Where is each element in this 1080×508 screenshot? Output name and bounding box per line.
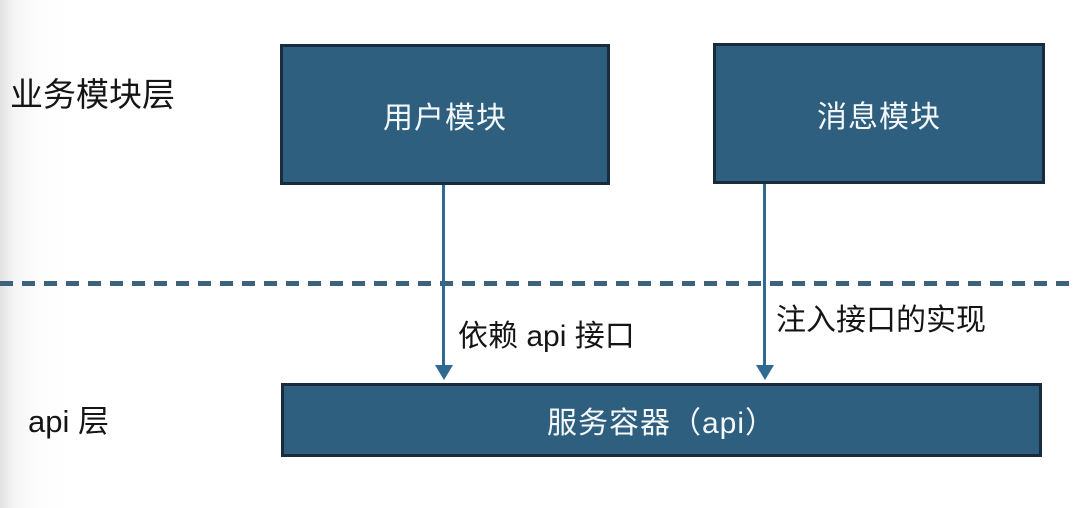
arrow-user-to-container-line xyxy=(442,185,445,366)
user-module-label: 用户模块 xyxy=(383,101,507,135)
business-layer-label: 业务模块层 xyxy=(10,76,175,113)
layer-divider-dashed-line xyxy=(0,281,1077,286)
api-layer-label: api 层 xyxy=(28,404,109,439)
inject-implementation-arrow-label: 注入接口的实现 xyxy=(776,304,986,337)
message-module-label: 消息模块 xyxy=(817,100,941,134)
arrow-message-to-container-line xyxy=(763,184,766,366)
user-module-box: 用户模块 xyxy=(280,44,610,185)
arrow-user-to-container-head-icon xyxy=(435,365,453,380)
depends-on-api-arrow-label: 依赖 api 接口 xyxy=(458,320,635,353)
message-module-box: 消息模块 xyxy=(713,43,1045,184)
arrow-message-to-container-head-icon xyxy=(756,365,774,380)
service-container-box: 服务容器（api） xyxy=(281,383,1042,457)
service-container-label: 服务容器（api） xyxy=(546,407,777,440)
